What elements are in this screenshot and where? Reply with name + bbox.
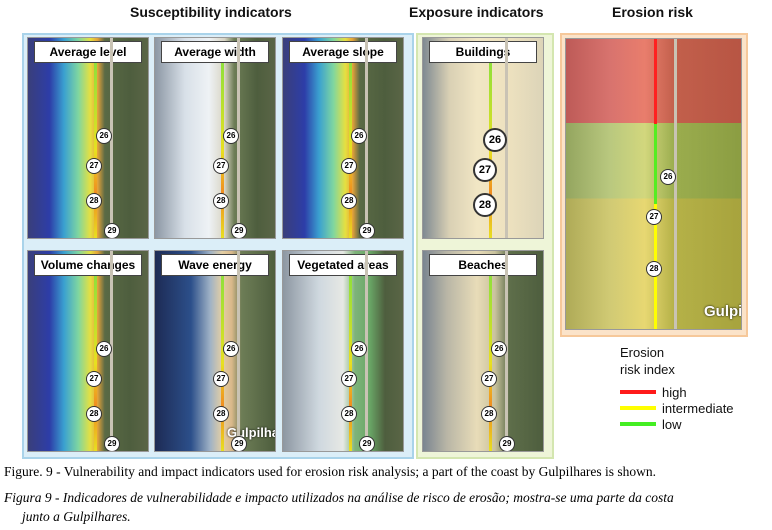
panel-label: Wave energy	[161, 254, 269, 276]
legend-swatch	[620, 422, 656, 426]
marker-28: 28	[473, 193, 497, 217]
legend-label: high	[662, 384, 687, 400]
marker-26: 26	[491, 341, 507, 357]
erosion-risk-heading: Erosion risk	[612, 4, 693, 20]
marker-28: 28	[213, 406, 229, 422]
panel-label: Beaches	[429, 254, 537, 276]
legend-label: low	[662, 416, 682, 432]
legend-title: risk index	[620, 362, 675, 377]
legend-item-high: high	[620, 384, 734, 400]
map-erosion-risk: 26 27 28 Gulpi	[565, 38, 742, 330]
marker-29: 29	[231, 223, 247, 238]
caption-portuguese: Figura 9 - Indicadores de vulnerabilidad…	[4, 490, 674, 505]
legend-swatch	[620, 406, 656, 410]
marker-27: 27	[341, 371, 357, 387]
marker-27: 27	[86, 371, 102, 387]
marker-29: 29	[359, 436, 375, 451]
caption-portuguese-line2: junto a Gulpilhares.	[22, 509, 131, 524]
marker-29: 29	[104, 436, 120, 451]
marker-29: 29	[359, 223, 375, 238]
marker-26: 26	[483, 128, 507, 152]
map-wave-energy: Wave energyGulpilhares26272829	[154, 250, 276, 452]
legend-item-intermediate: intermediate	[620, 400, 734, 416]
panel-label: Vegetated areas	[289, 254, 397, 276]
marker-26: 26	[351, 128, 367, 144]
marker-28: 28	[341, 193, 357, 209]
marker-28: 28	[86, 406, 102, 422]
risk-line-high	[654, 39, 657, 124]
marker-29: 29	[499, 436, 515, 451]
road	[674, 39, 677, 329]
panel-label: Average slope	[289, 41, 397, 63]
place-label: Gulpi	[704, 303, 742, 320]
marker-26: 26	[223, 341, 239, 357]
panel-label: Volume changes	[34, 254, 142, 276]
coast-indicator-line	[94, 276, 97, 451]
marker-26: 26	[223, 128, 239, 144]
coast-indicator-line	[221, 63, 224, 238]
exposure-heading: Exposure indicators	[409, 4, 544, 20]
coast-indicator-line	[489, 276, 492, 451]
panel-label: Average level	[34, 41, 142, 63]
marker-28: 28	[481, 406, 497, 422]
erosion-risk-legend: Erosion risk index high intermediate low	[620, 344, 734, 432]
marker-26: 26	[351, 341, 367, 357]
marker-28: 28	[646, 261, 662, 277]
marker-26: 26	[96, 128, 112, 144]
marker-26: 26	[96, 341, 112, 357]
legend-title: Erosion	[620, 345, 665, 360]
marker-27: 27	[646, 209, 662, 225]
coast-indicator-line	[221, 276, 224, 451]
marker-27: 27	[213, 371, 229, 387]
marker-27: 27	[473, 158, 497, 182]
marker-29: 29	[231, 436, 247, 451]
panel-label: Average width	[161, 41, 269, 63]
map-buildings: Buildings 26 27 28	[422, 37, 544, 239]
coast-indicator-line	[349, 63, 352, 238]
marker-29: 29	[104, 223, 120, 238]
marker-28: 28	[213, 193, 229, 209]
marker-27: 27	[86, 158, 102, 174]
marker-27: 27	[213, 158, 229, 174]
legend-item-low: low	[620, 416, 734, 432]
legend-label: intermediate	[662, 400, 734, 416]
marker-28: 28	[341, 406, 357, 422]
legend-swatch	[620, 390, 656, 394]
coast-indicator-line	[349, 276, 352, 451]
marker-28: 28	[86, 193, 102, 209]
coast-indicator-line	[94, 63, 97, 238]
caption-english: Figure. 9 - Vulnerability and impact ind…	[4, 464, 657, 479]
marker-27: 27	[341, 158, 357, 174]
risk-line-low	[654, 124, 657, 204]
susceptibility-heading: Susceptibility indicators	[130, 4, 292, 20]
marker-26: 26	[660, 169, 676, 185]
panel-label: Buildings	[429, 41, 537, 63]
marker-27: 27	[481, 371, 497, 387]
